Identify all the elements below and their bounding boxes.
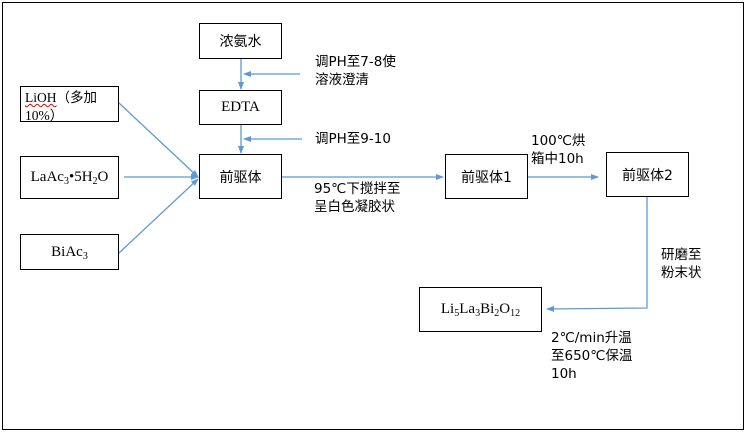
label-calc-line1: 2℃/min升温 xyxy=(551,330,632,346)
node-precursor1-label: 前驱体1 xyxy=(461,169,512,186)
label-grind-line1: 研磨至 xyxy=(661,247,702,263)
label-grind: 研磨至 粉末状 xyxy=(661,246,702,282)
label-ph-7-8: 调PH至7-8使 溶液澄清 xyxy=(315,53,396,89)
label-calcination: 2℃/min升温 至650℃保温 10h xyxy=(551,329,632,383)
lioh-formula: LiOH xyxy=(25,90,57,105)
product-la: La xyxy=(459,301,476,317)
lioh-note-2: 10%） xyxy=(25,108,64,123)
arrow-biac-to-precursor xyxy=(118,178,199,254)
diagram-frame xyxy=(2,2,744,430)
node-precursor1: 前驱体1 xyxy=(445,154,528,199)
node-product-label: Li5La3Bi2O12 xyxy=(440,301,521,319)
node-precursor2-label: 前驱体2 xyxy=(622,167,673,184)
label-calc-line3: 10h xyxy=(551,366,577,382)
laac-text: LaAc xyxy=(30,169,64,185)
label-ph-7-8-line2: 溶液澄清 xyxy=(315,72,369,88)
node-edta: EDTA xyxy=(199,90,282,125)
label-stir: 95℃下搅拌至 呈白色凝胶状 xyxy=(314,180,400,216)
node-lioh: LiOH（多加 10%） xyxy=(20,86,119,124)
label-oven-line1: 100℃烘 xyxy=(531,133,586,149)
arrow-lioh-to-precursor xyxy=(118,102,199,178)
node-precursor: 前驱体 xyxy=(199,154,282,199)
biac-sub: 3 xyxy=(82,250,88,262)
laac-sub2: 2 xyxy=(92,176,98,187)
label-ph-7-8-line1: 调PH至7-8使 xyxy=(315,54,396,70)
lioh-note: （多加 xyxy=(56,90,98,106)
node-laac-label: LaAc3•5H2O xyxy=(30,169,109,187)
label-stir-line1: 95℃下搅拌至 xyxy=(314,181,401,197)
arrow-p2-to-product xyxy=(546,197,648,312)
node-biac-label: BiAc3 xyxy=(51,243,88,262)
label-ph-9-10: 调PH至9-10 xyxy=(315,130,391,148)
node-edta-label: EDTA xyxy=(221,99,260,115)
biac-text: BiAc xyxy=(51,243,83,260)
label-stir-line2: 呈白色凝胶状 xyxy=(314,199,395,215)
node-lioh-label: LiOH（多加 10%） xyxy=(25,89,97,124)
node-ammonia: 浓氨水 xyxy=(199,23,282,59)
product-li: Li xyxy=(440,301,455,317)
node-product: Li5La3Bi2O12 xyxy=(419,287,542,332)
laac-mid: •5H xyxy=(68,169,93,185)
node-precursor-label: 前驱体 xyxy=(219,169,262,186)
node-laac: LaAc3•5H2O xyxy=(20,156,119,199)
label-ph-9-10-text: 调PH至9-10 xyxy=(315,131,391,147)
label-oven: 100℃烘 箱中10h xyxy=(531,132,585,168)
product-o-sub: 12 xyxy=(510,308,521,319)
product-li-sub: 5 xyxy=(454,308,460,319)
product-bi: Bi xyxy=(480,301,495,317)
label-calc-line2: 至650℃保温 xyxy=(551,348,633,364)
product-bi-sub: 2 xyxy=(494,308,500,319)
label-grind-line2: 粉末状 xyxy=(661,265,702,281)
product-o: O xyxy=(499,301,511,317)
node-ammonia-label: 浓氨水 xyxy=(219,34,262,50)
product-la-sub: 3 xyxy=(475,308,481,319)
node-biac: BiAc3 xyxy=(20,234,119,270)
laac-sub: 3 xyxy=(63,176,69,187)
laac-post: O xyxy=(97,169,109,185)
label-oven-line2: 箱中10h xyxy=(531,151,584,167)
node-precursor2: 前驱体2 xyxy=(606,152,689,197)
